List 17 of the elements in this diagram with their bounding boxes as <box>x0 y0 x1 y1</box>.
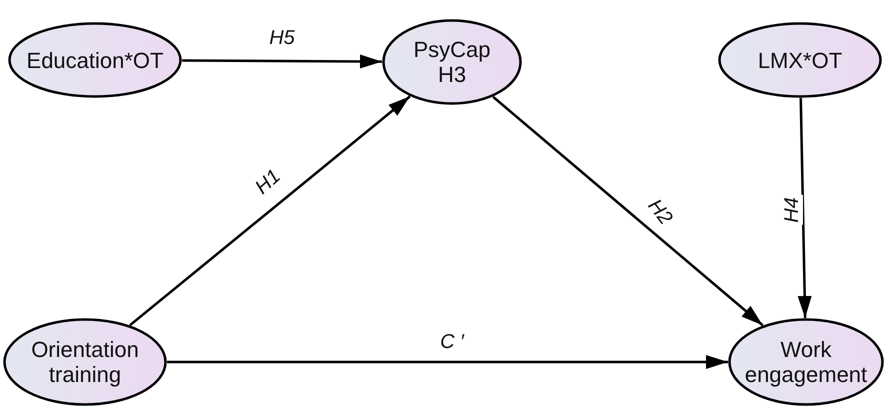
node-label: Work engagement <box>744 337 868 387</box>
arrow <box>167 355 728 369</box>
ellipse-node <box>8 22 182 98</box>
arrow <box>492 96 764 326</box>
ellipse-node <box>718 22 882 98</box>
ellipse-node <box>382 19 522 105</box>
node-label: LMX*OT <box>758 48 842 72</box>
ellipse-node <box>728 318 884 406</box>
node-label: H3 <box>438 62 466 87</box>
arrow <box>798 98 812 318</box>
node-label: Education*OT <box>26 48 164 72</box>
edge-label: H4 <box>781 195 803 225</box>
node-label: Orientation training <box>30 337 140 387</box>
node-label: PsyCap <box>413 37 491 62</box>
ellipse-node <box>3 318 167 406</box>
arrow <box>182 54 382 68</box>
arrow <box>129 95 411 326</box>
